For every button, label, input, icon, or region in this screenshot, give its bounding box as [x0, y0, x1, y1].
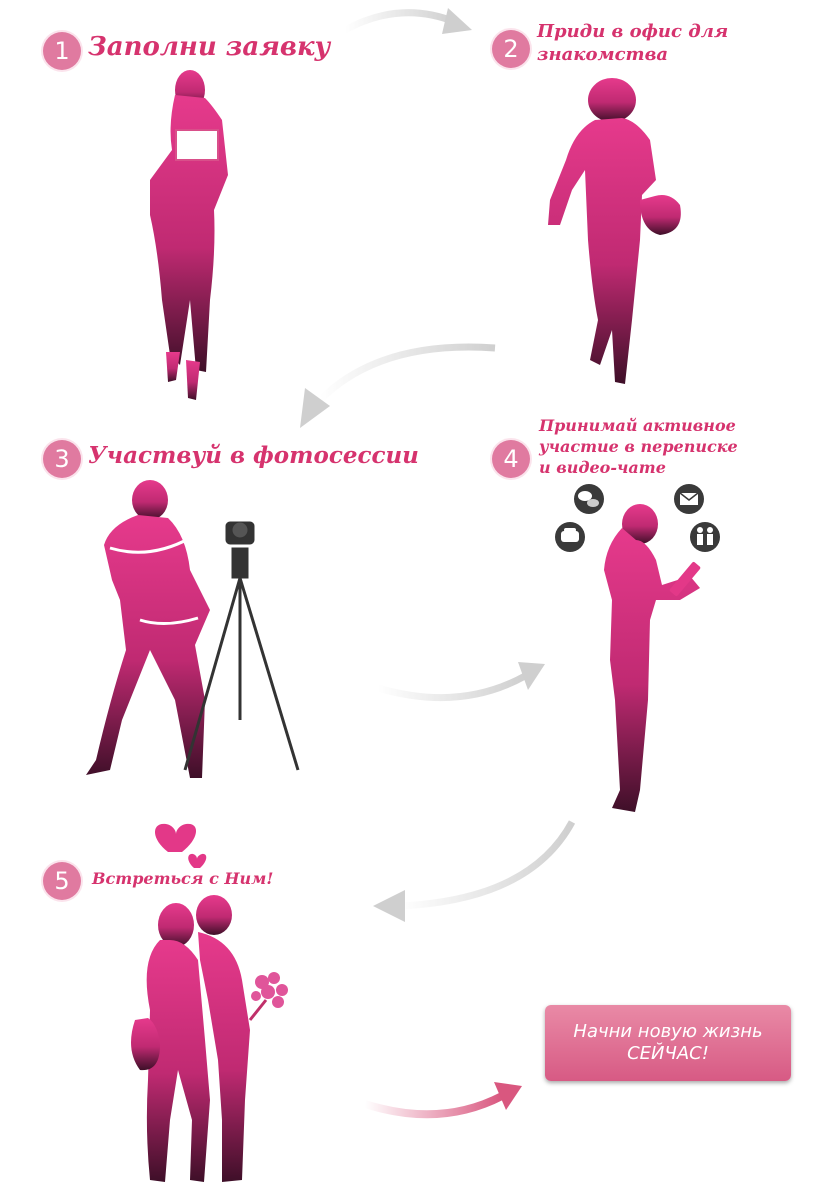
phone-device-icon [669, 562, 701, 596]
arrow-3-to-4 [377, 662, 545, 702]
step-4-title-line-1: Принимай активное [539, 416, 736, 435]
camera-tripod-icon [183, 521, 300, 771]
arrow-2-to-3 [300, 343, 496, 428]
model-belt-stripe [139, 616, 199, 625]
arrow-4-to-5 [373, 820, 576, 922]
step-2-title-line-2: знакомства [537, 44, 669, 65]
flower-bouquet-icon [248, 972, 288, 1021]
model-silhouette [86, 480, 210, 778]
step-5-title: Встреться с Ним! [92, 869, 274, 888]
cta-line-1: Начни новую жизнь [573, 1021, 763, 1042]
step-4-title-line-3: и видео-чате [539, 458, 666, 477]
step-4-title-line-2: участие в переписке [539, 437, 738, 456]
arrow-5-to-cta [363, 1082, 522, 1119]
step-2-badge: 2 [492, 30, 530, 68]
step-1-title: Заполни заявку [88, 32, 331, 62]
step-3-badge: 3 [43, 440, 81, 478]
step-3-number: 3 [54, 445, 70, 473]
envelope-icon [674, 484, 704, 514]
step-5-badge: 5 [43, 862, 81, 900]
step-5-number: 5 [54, 867, 70, 895]
step-2-title: Приди в офис для знакомства [537, 20, 728, 66]
start-new-life-button[interactable]: Начни новую жизнь СЕЙЧАС! [545, 1005, 791, 1081]
arrow-1-to-2 [343, 8, 472, 34]
step-3-title: Участвуй в фотосессии [88, 442, 419, 469]
step-2-number: 2 [503, 35, 519, 63]
step-4-title: Принимай активное участие в переписке и … [539, 415, 738, 478]
chat-icon [574, 484, 604, 514]
heart-icon [155, 823, 207, 868]
model-collar-stripe [109, 536, 191, 554]
woman-with-form-silhouette [150, 70, 228, 400]
step-1-badge: 1 [43, 32, 81, 70]
step-4-badge: 4 [492, 440, 530, 478]
woman-with-bag-silhouette [548, 78, 681, 384]
people-icon [690, 522, 720, 552]
couple-silhouette [131, 895, 250, 1182]
cta-line-2: СЕЙЧАС! [627, 1043, 709, 1064]
woman-with-phone-silhouette [604, 504, 700, 812]
step-2-title-line-1: Приди в офис для [537, 21, 729, 42]
step-1-number: 1 [54, 37, 70, 65]
phone-icon [555, 522, 585, 552]
form-paper-icon [175, 129, 219, 161]
step-4-number: 4 [503, 445, 519, 473]
